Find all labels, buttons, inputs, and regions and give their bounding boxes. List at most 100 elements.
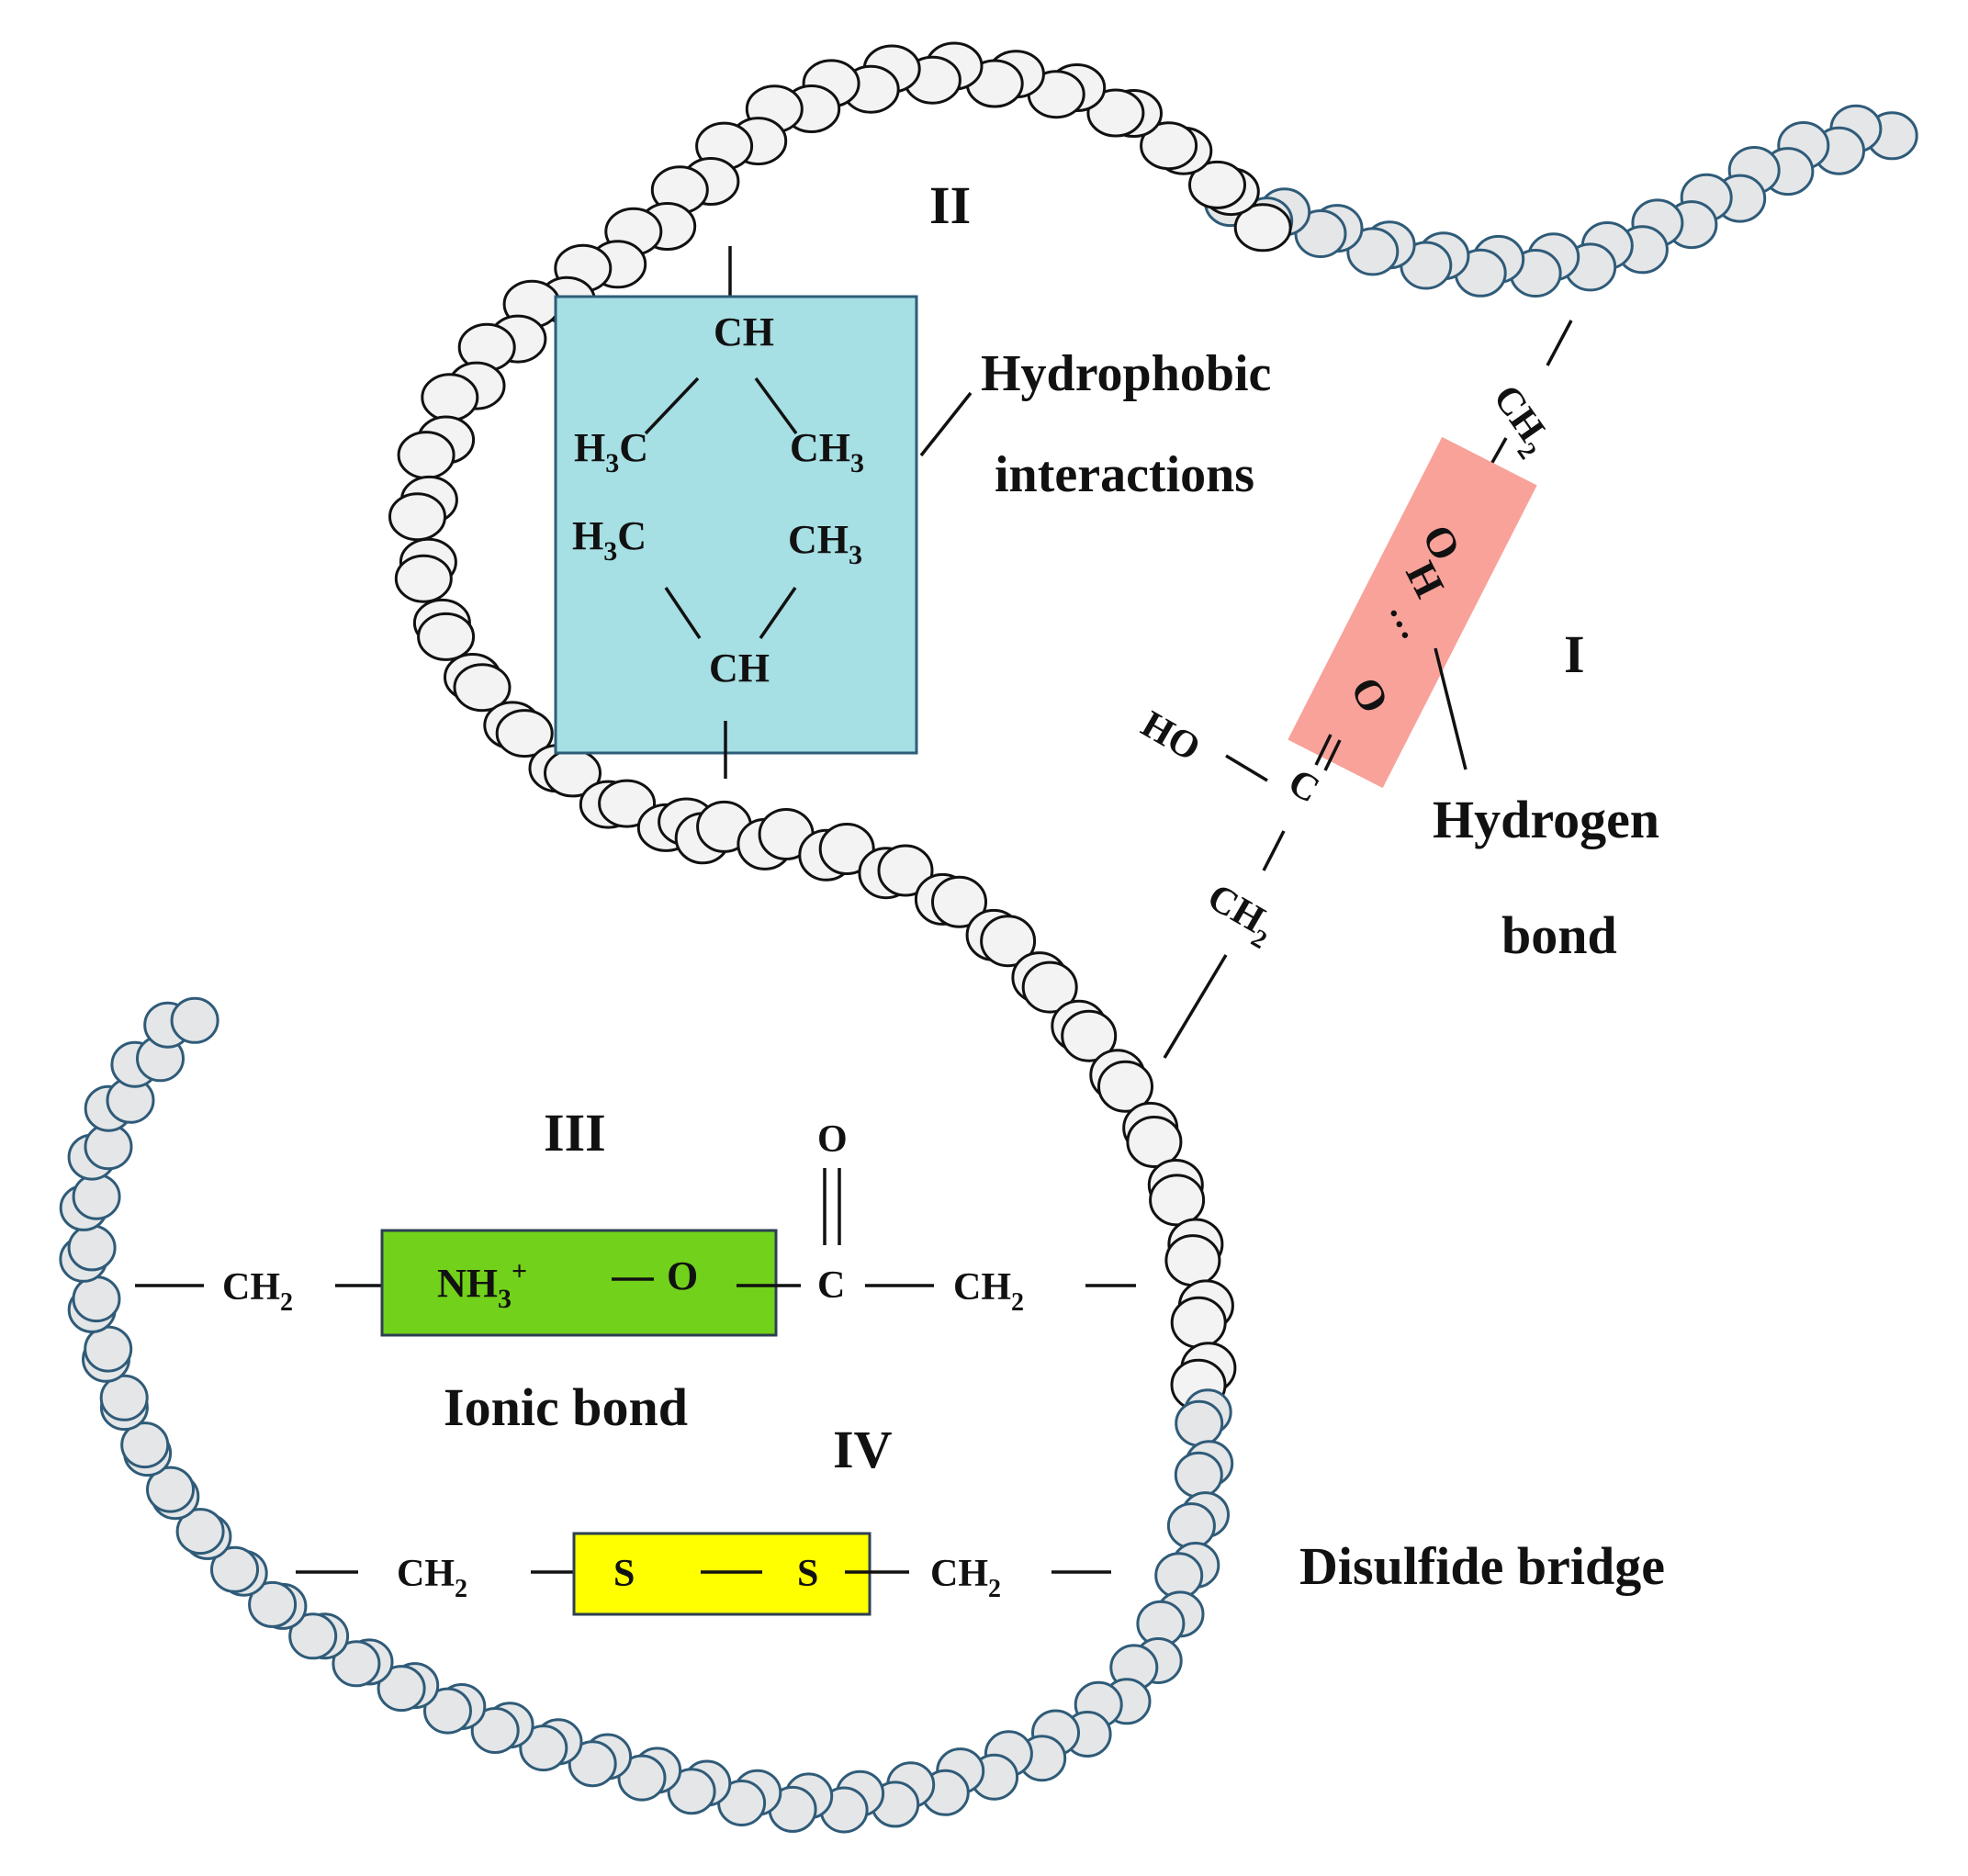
bond-line [1546,320,1573,366]
amino-acid-bead [470,1707,520,1754]
ch-top-label: CH [714,309,774,354]
amino-acid-bead [1021,960,1078,1014]
amino-acid-bead [72,1173,121,1220]
ch2-label: CH2 [1197,876,1283,955]
amino-acid-bead [67,1224,117,1272]
double-bond-line [1314,734,1333,766]
ch2-label: CH2 [1478,377,1559,465]
bond-line [664,587,702,639]
roman-label-IV: IV [833,1420,893,1479]
ch3-label-1: CH3 [790,425,864,478]
ionic-bond-label: Ionic bond [444,1377,688,1437]
amino-acid-bead [72,1275,121,1323]
amino-acid-bead [1166,1502,1216,1550]
amino-acid-bead [667,1768,716,1815]
amino-acid-bead [170,996,219,1044]
ho-label: HO [1134,703,1208,770]
nh3-plus-label: NH3+ [437,1256,527,1314]
ch2-label: CH2 [222,1266,293,1317]
disulfide-bridge-label: Disulfide bridge [1299,1536,1665,1596]
amino-acid-bead [423,1687,472,1735]
amino-acid-bead [120,1421,170,1469]
hydrophobic-label-line2: interactions [995,446,1254,503]
polypeptide-strands [59,41,1918,1834]
disulfide-box [572,1532,872,1616]
carbon-label: C [817,1264,845,1307]
amino-acid-bead [332,1640,381,1688]
amino-acid-bead [519,1724,568,1772]
amino-acid-bead [931,875,987,928]
amino-acid-bead [1164,1234,1221,1287]
bond-line [1262,830,1286,871]
amino-acid-bead [1149,1174,1206,1227]
amino-acid-bead [617,1754,667,1802]
amino-acid-bead [288,1612,338,1660]
amino-acid-bead [1233,203,1292,253]
amino-acid-bead [394,554,453,603]
double-bond-line [1323,739,1342,771]
amino-acid-bead [1346,227,1400,276]
ch-bottom-label: CH [709,646,770,691]
amino-acid-bead [453,663,512,713]
amino-acid-bead [980,915,1037,968]
oxygen-minus-label: O [667,1253,698,1298]
amino-acid-bead [495,709,554,758]
leader-line [919,391,973,457]
bond-line [759,587,797,639]
amino-acid-bead [1175,1399,1224,1447]
amino-acid-bead [175,1508,225,1556]
bond-line [644,376,700,435]
amino-acid-bead [388,492,446,542]
hydrophobic-label-line1: Hydrophobic [981,345,1271,402]
disulfide-bridge-group: IV CH2 S S CH2 Disulfide bridge [296,1420,1665,1616]
ch2-label: CH2 [953,1266,1024,1317]
leader-line [1434,647,1468,770]
amino-acid-bead [1170,1296,1227,1349]
bond-line [1225,754,1268,782]
ch2-label: CH2 [397,1553,467,1603]
amino-acid-bead [1140,121,1198,171]
h3c-label-1: H3C [574,425,648,478]
bond-line [754,376,798,435]
amino-acid-bead [568,1740,617,1788]
hydrogen-bond-group: CH2 O H ··· O HO C CH2 Hydrogen bond I [1134,320,1659,1059]
roman-label-III: III [544,1103,606,1163]
hydrogen-box-group [1288,436,1537,789]
h3c-label-2: H3C [572,513,647,567]
strand-upper-loop [388,41,1292,852]
hydrophobic-interaction-group: CH H3C CH3 H3C CH3 CH Hydrophobic intera… [554,175,1271,779]
amino-acid-bead [877,844,934,897]
amino-acid-bead [377,1665,426,1713]
strand-right-tail [1204,104,1918,298]
sulfur-label: S [797,1553,818,1595]
carbon-label: C [1281,761,1326,812]
amino-acid-bead [99,1374,149,1421]
amino-acid-bead [84,1325,133,1373]
hydrophobic-box [554,295,918,755]
ionic-bond-group: III CH2 NH3+ O O C CH2 Ionic bond [135,1103,1136,1437]
amino-acid-bead [146,1466,195,1513]
hydrogen-label-line2: bond [1501,905,1617,965]
ch2-label: CH2 [930,1553,1001,1603]
amino-acid-bead [397,431,455,480]
amino-acid-bead [1086,88,1145,138]
amino-acid-bead [598,779,657,828]
sulfur-label: S [613,1553,635,1595]
oxygen-label: O [817,1118,848,1161]
hydrogen-label-line1: Hydrogen [1433,790,1659,849]
amino-acid-bead [1061,1009,1118,1062]
amino-acid-bead [1188,160,1246,209]
ch3-label-2: CH3 [788,517,862,570]
bond-line [1163,954,1228,1059]
amino-acid-bead [1174,1451,1223,1499]
strand-lower-loop [59,996,1234,1834]
amino-acid-bead [210,1545,259,1593]
amino-acid-bead [417,612,476,661]
roman-label-II: II [929,175,971,235]
ionic-bond-box [380,1229,778,1337]
amino-acid-bead [421,373,479,422]
amino-acid-bead [818,823,875,875]
amino-acid-bead [1126,1116,1183,1168]
roman-label-I: I [1564,624,1585,684]
hydrogen-bond-box [1288,436,1537,789]
